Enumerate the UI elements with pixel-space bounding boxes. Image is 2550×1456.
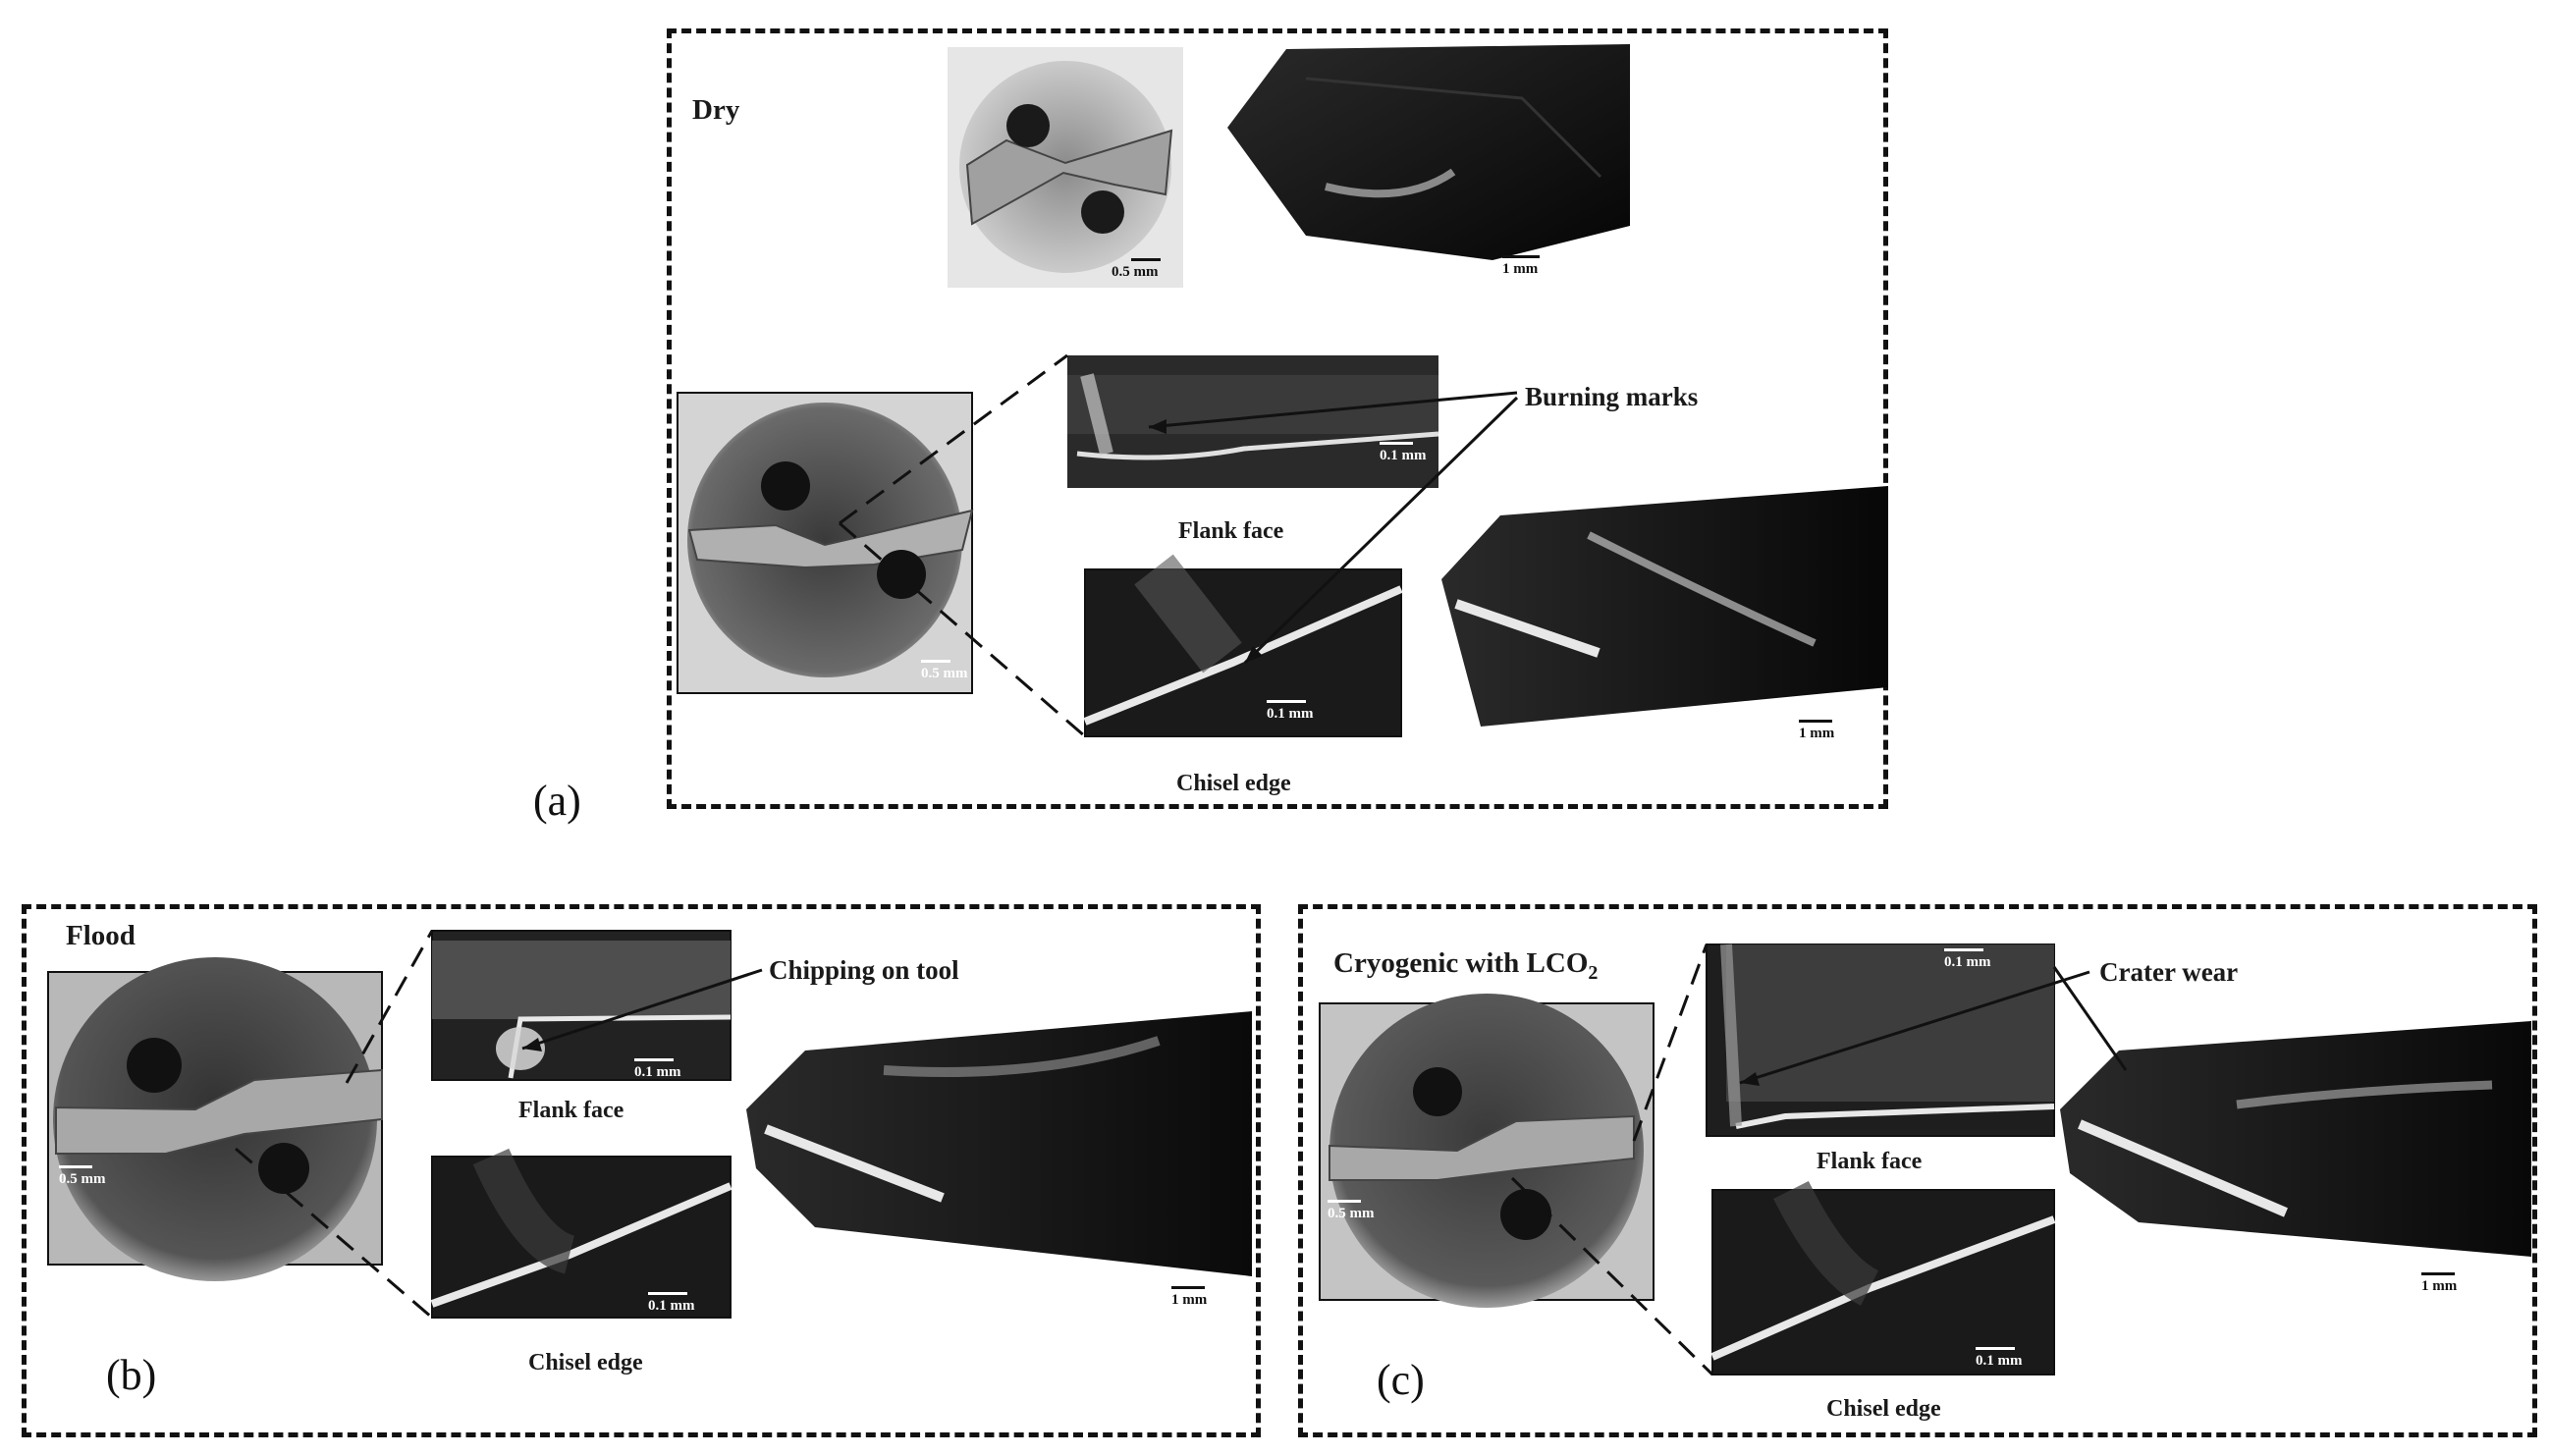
panel-a-side-scale: 1 mm	[1799, 720, 1834, 742]
panel-c-title-subscript: 2	[1588, 961, 1599, 984]
panel-c-chisel-label: Chisel edge	[1826, 1396, 1941, 1422]
panel-a-main-face-scale: 0.5 mm	[921, 660, 968, 682]
panel-a-top-face-scale: 0.5 mm	[1112, 258, 1161, 281]
panel-c-annotation: Crater wear	[2099, 957, 2239, 987]
panel-c-side-drill-photo	[2060, 1021, 2531, 1257]
panel-b-chisel-photo	[430, 1148, 732, 1319]
panel-a-annotation: Burning marks	[1525, 382, 1699, 411]
panel-b-chisel-scale: 0.1 mm	[648, 1292, 695, 1315]
panel-a-top-face-photo	[948, 47, 1183, 288]
panel-c-title-text: Cryogenic with LCO	[1333, 947, 1589, 979]
panel-a-flank-scale: 0.1 mm	[1380, 442, 1427, 464]
panel-a-flank-label: Flank face	[1178, 518, 1284, 544]
panel-c-flank-photo	[1706, 944, 2055, 1137]
panel-b-main-face-scale: 0.5 mm	[59, 1165, 106, 1188]
panel-a-top-side-scale: 1 mm	[1502, 255, 1540, 278]
panel-c-chisel-scale: 0.1 mm	[1976, 1347, 2023, 1370]
panel-a-chisel-photo	[1083, 554, 1403, 737]
panel-b-annotation: Chipping on tool	[769, 955, 959, 985]
panel-a-flank-photo	[1067, 355, 1439, 488]
panel-b-side-drill-photo	[746, 1011, 1252, 1276]
panel-a-letter: (a)	[533, 777, 581, 825]
panel-c-frame	[1298, 904, 2537, 1437]
panel-a-title: Dry	[692, 94, 740, 126]
panel-c-letter: (c)	[1377, 1356, 1425, 1404]
panel-b-title: Flood	[66, 920, 136, 951]
panel-b-chisel-label: Chisel edge	[528, 1350, 643, 1375]
panel-a-side-drill-photo	[1441, 486, 1888, 727]
panel-a-main-face-photo	[677, 392, 974, 694]
panel-c-flank-label: Flank face	[1817, 1149, 1923, 1174]
panel-a-top-side-photo	[1227, 44, 1630, 260]
panel-b-flank-label: Flank face	[518, 1098, 624, 1123]
panel-a-frame	[667, 28, 1888, 809]
panel-a-chisel-label: Chisel edge	[1176, 771, 1291, 796]
panel-c-title: Cryogenic with LCO2	[1333, 947, 1598, 985]
panel-b-flank-photo	[431, 930, 732, 1081]
panel-c-chisel-photo	[1710, 1180, 2056, 1375]
panel-c-main-face-scale: 0.5 mm	[1328, 1200, 1375, 1222]
panel-b-frame	[22, 904, 1261, 1437]
panel-b-flank-scale: 0.1 mm	[634, 1058, 681, 1081]
panel-b-letter: (b)	[106, 1351, 157, 1399]
panel-c-side-scale: 1 mm	[2421, 1272, 2457, 1295]
panel-c-flank-scale: 0.1 mm	[1944, 948, 1991, 971]
panel-a-chisel-scale: 0.1 mm	[1267, 700, 1314, 723]
panel-b-side-scale: 1 mm	[1171, 1286, 1207, 1309]
